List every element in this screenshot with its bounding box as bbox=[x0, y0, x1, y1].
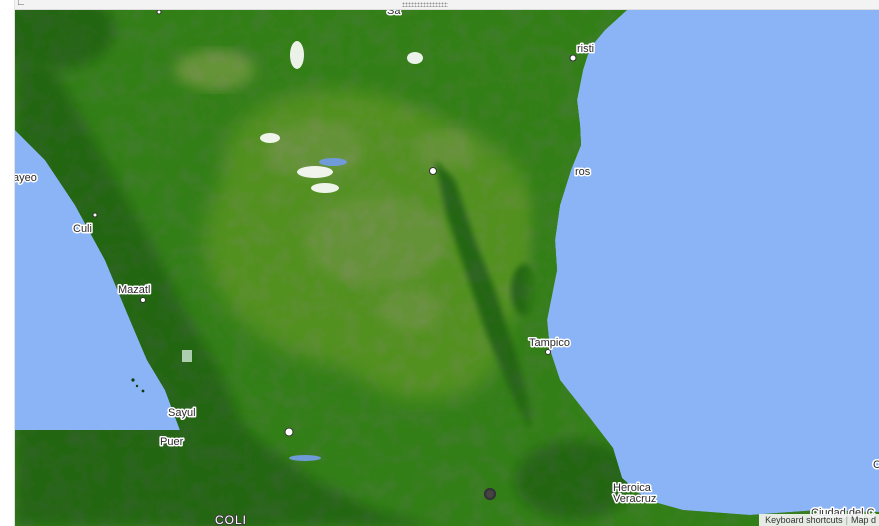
label-santa-fe: ayeo bbox=[15, 172, 37, 184]
keyboard-shortcuts-link[interactable]: Keyboard shortcuts bbox=[765, 515, 843, 525]
map-data-link[interactable]: Map d bbox=[850, 515, 876, 525]
label-tampico: Tampico bbox=[529, 337, 570, 349]
left-panel-edge bbox=[0, 0, 15, 526]
resize-grip-handle[interactable] bbox=[402, 2, 448, 7]
city-marker-north[interactable] bbox=[156, 10, 162, 15]
city-marker-culiacan[interactable] bbox=[92, 212, 98, 218]
label-top-edge: Sa bbox=[387, 10, 401, 17]
city-marker-tampico[interactable] bbox=[545, 349, 551, 355]
map-canvas[interactable]: Sa risti ros Tampico Mazatl Culi ayeo Sa… bbox=[15, 10, 879, 526]
corner-icon: ∟ bbox=[16, 0, 26, 8]
label-sayulita: Sayul bbox=[168, 407, 196, 419]
label-matamoros: ros bbox=[575, 166, 591, 178]
label-heroica: Heroica bbox=[613, 482, 652, 494]
label-veracruz: Veracruz bbox=[613, 493, 656, 505]
label-culiacan: Culi bbox=[73, 223, 92, 235]
city-marker-mazatlan[interactable] bbox=[140, 297, 146, 303]
islands bbox=[131, 350, 192, 393]
panel-resize-bar[interactable]: ∟ bbox=[0, 0, 879, 10]
city-marker-corpus-christi[interactable] bbox=[569, 54, 577, 62]
label-right-edge: C bbox=[873, 459, 879, 471]
city-marker-mexico-city[interactable] bbox=[483, 487, 497, 501]
label-puerto-vallarta: Puer bbox=[160, 436, 184, 448]
city-marker-monterrey[interactable] bbox=[429, 167, 437, 175]
city-marker-guadalajara[interactable] bbox=[284, 427, 294, 437]
map-attribution-bar: Keyboard shortcuts | Map d bbox=[759, 514, 879, 526]
footer-separator: | bbox=[845, 515, 848, 525]
label-corpus-christi: risti bbox=[577, 43, 594, 55]
label-colima: COLI bbox=[215, 513, 247, 526]
map-svg: Sa risti ros Tampico Mazatl Culi ayeo Sa… bbox=[15, 10, 879, 526]
label-mazatlan: Mazatl bbox=[118, 284, 150, 296]
